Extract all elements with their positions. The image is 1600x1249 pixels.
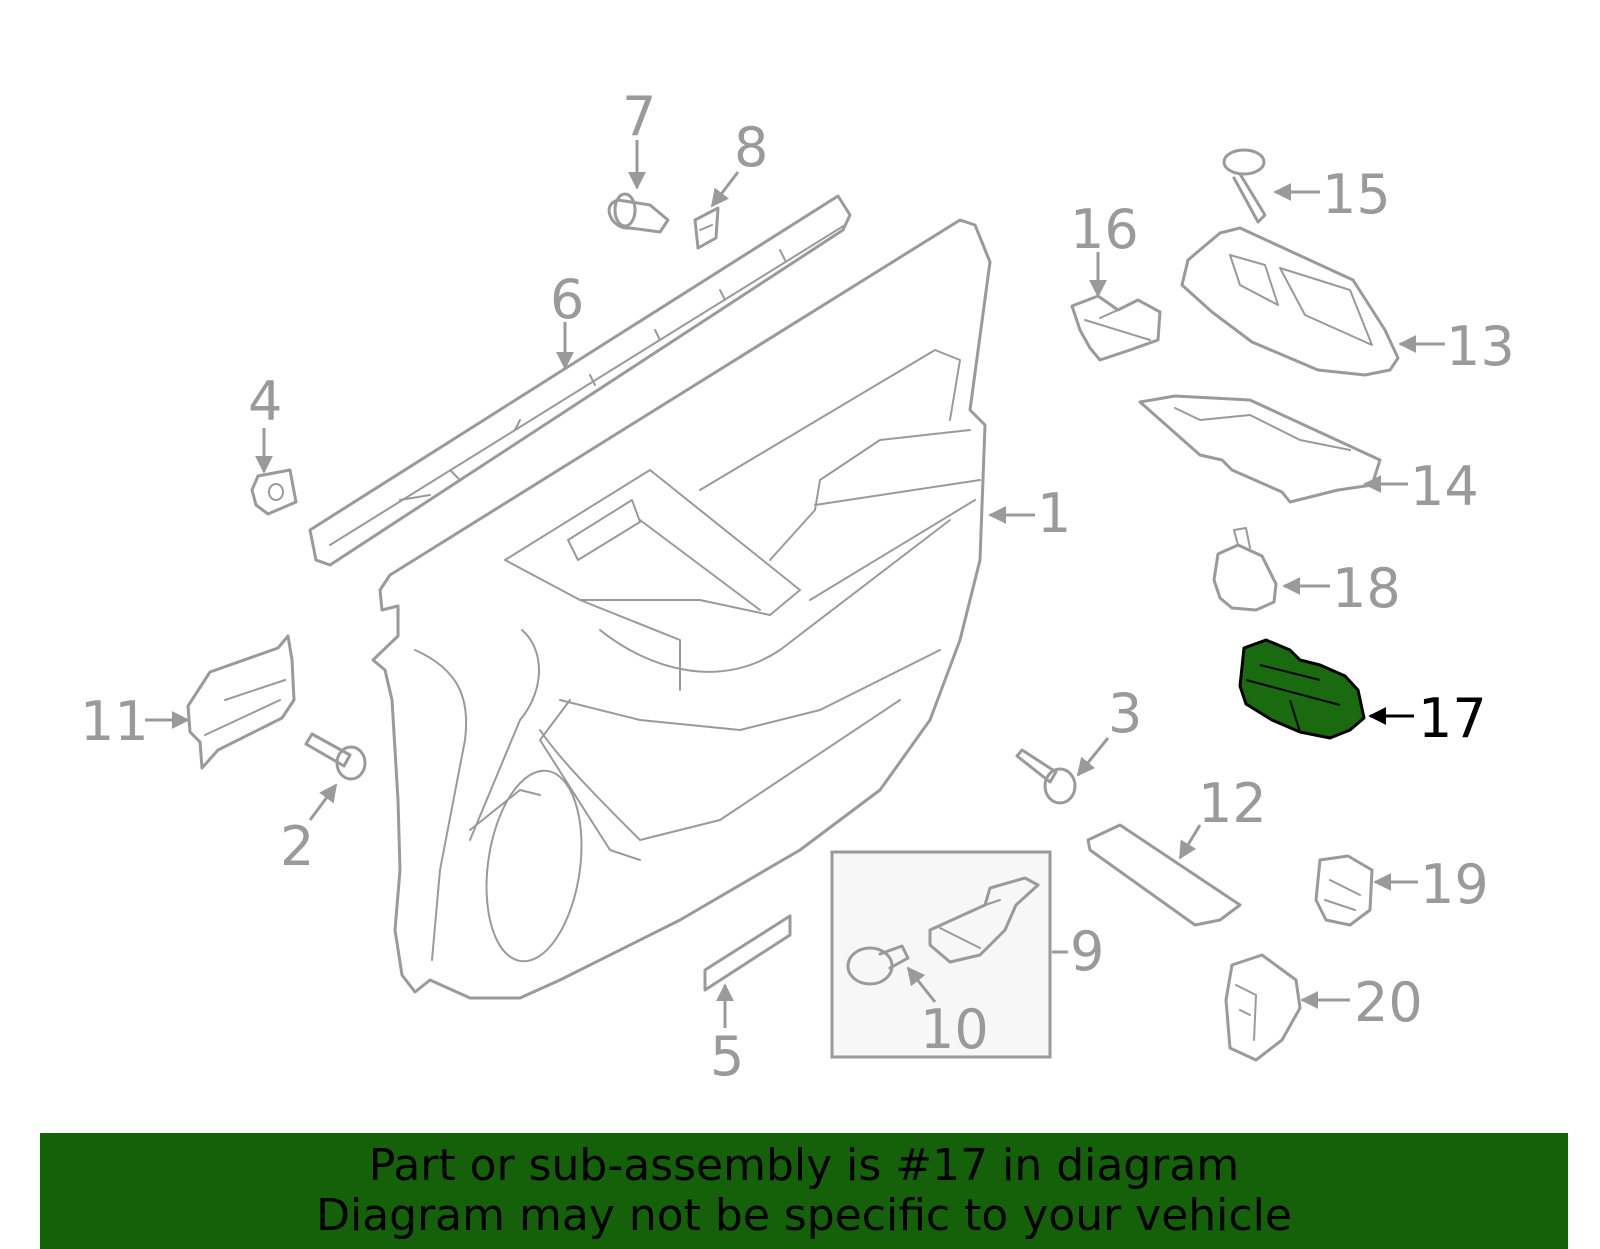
callout-16: 16: [1070, 198, 1139, 261]
callout-13: 13: [1446, 315, 1515, 378]
callout-18: 18: [1332, 557, 1401, 620]
part-16-bracket[interactable]: [1070, 294, 1162, 362]
callouts: 1 2 3 4 5 6 7 8 9 10 11 12 13 14 15 16 1…: [80, 85, 1515, 1088]
part-15-screw[interactable]: [1222, 148, 1267, 224]
callout-19: 19: [1420, 853, 1489, 916]
leader-lines: [145, 140, 1445, 1028]
banner-line-1: Part or sub-assembly is #17 in diagram: [368, 1140, 1240, 1191]
callout-7: 7: [622, 85, 656, 148]
part-14-switch-panel[interactable]: [1138, 394, 1382, 504]
part-2-screw[interactable]: [304, 732, 367, 781]
part-18-switch[interactable]: [1212, 527, 1278, 612]
callout-15: 15: [1322, 163, 1391, 226]
leader-2: [308, 783, 338, 821]
callout-4: 4: [248, 370, 282, 433]
part-20-switch[interactable]: [1224, 953, 1302, 1062]
part-17-power-window-switch[interactable]: [1238, 638, 1366, 740]
leader-10: [906, 966, 937, 1003]
part-1-door-trim-panel[interactable]: [371, 218, 992, 1000]
part-8-retainer[interactable]: [693, 206, 720, 250]
leader-12: [1178, 824, 1202, 860]
callout-17: 17: [1418, 687, 1487, 750]
callout-1: 1: [1037, 482, 1071, 545]
part-3-screw[interactable]: [1015, 748, 1077, 805]
callout-5: 5: [710, 1025, 744, 1088]
callout-14: 14: [1410, 455, 1479, 518]
part-13-switch-bezel[interactable]: [1180, 226, 1400, 377]
callout-12: 12: [1198, 772, 1267, 835]
banner-line-2: Diagram may not be specific to your vehi…: [316, 1190, 1292, 1241]
callout-8: 8: [734, 116, 768, 179]
callout-6: 6: [550, 268, 584, 331]
callout-3: 3: [1108, 682, 1142, 745]
callout-9: 9: [1070, 920, 1104, 983]
callout-10: 10: [920, 998, 989, 1061]
info-banner: Part or sub-assembly is #17 in diagram D…: [40, 1133, 1568, 1249]
part-12-trim-plate[interactable]: [1086, 823, 1242, 927]
part-4-clip[interactable]: [250, 468, 298, 516]
callout-20: 20: [1354, 971, 1423, 1034]
callout-11: 11: [80, 690, 149, 753]
part-11-inside-handle[interactable]: [186, 634, 296, 770]
leader-8: [710, 171, 740, 208]
part-19-switch[interactable]: [1314, 854, 1374, 927]
leader-3: [1076, 737, 1110, 777]
part-6-belt-molding[interactable]: [308, 194, 852, 567]
part-9-lamp-housing[interactable]: [928, 876, 1040, 964]
callout-2: 2: [280, 815, 314, 878]
part-5-trim-strip[interactable]: [703, 914, 792, 992]
part-10-bulb[interactable]: [846, 944, 910, 986]
part-7-clip[interactable]: [607, 192, 670, 234]
